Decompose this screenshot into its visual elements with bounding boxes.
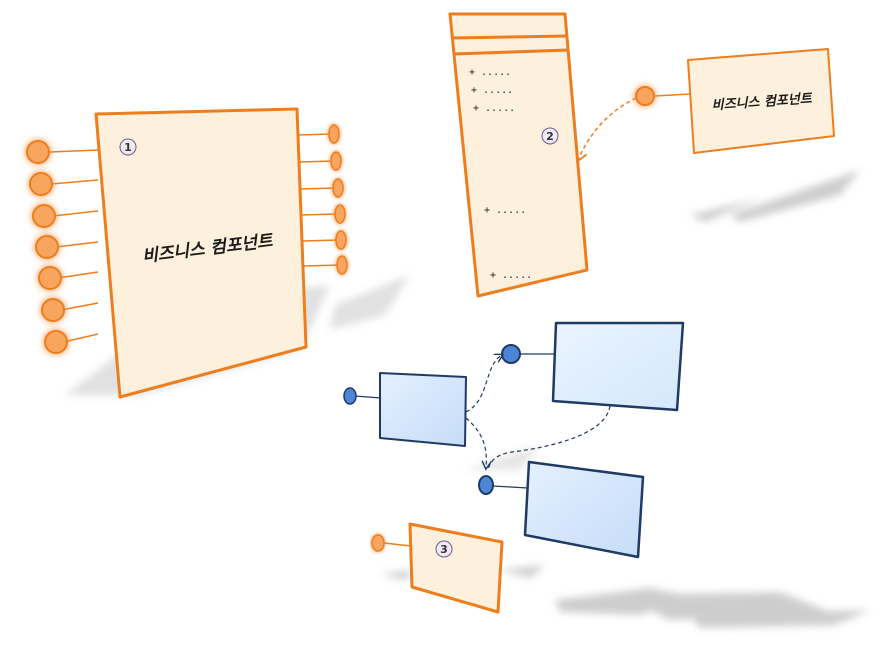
component-2-member: + ..... — [484, 205, 526, 216]
blue-component-lower-port-node[interactable] — [478, 475, 494, 495]
component-3[interactable]: 3 — [371, 522, 504, 614]
component-3-number-badge — [435, 540, 453, 558]
component-2[interactable]: + ..... + ..... + ..... + ..... + ..... … — [448, 12, 589, 298]
shadow-blue-3-c — [690, 610, 870, 628]
port-node[interactable] — [35, 235, 59, 259]
component-1-number: 1 — [124, 141, 132, 154]
blue-component-large[interactable] — [501, 321, 685, 412]
blue-component-lower-port-line — [492, 485, 529, 489]
component-2-header-divider-1 — [451, 34, 568, 40]
component-1-body[interactable] — [94, 107, 308, 399]
component-1-left-ports — [49, 149, 99, 343]
shadow-component-3 — [380, 570, 410, 580]
component-2-header-divider-2 — [453, 48, 570, 56]
port-node[interactable] — [41, 298, 65, 322]
port-node[interactable] — [26, 140, 50, 164]
port-node[interactable] — [328, 124, 340, 144]
port-node[interactable] — [334, 204, 346, 224]
component-1-left-port-nodes — [26, 140, 68, 354]
blue-component-small[interactable] — [343, 372, 467, 447]
shadow-component-1-pins — [330, 275, 410, 330]
shadow-component-3-b — [500, 565, 545, 578]
component-2-member: + ..... — [473, 103, 515, 114]
blue-component-large-body[interactable] — [551, 321, 685, 412]
component-2-member: + ..... — [471, 85, 513, 96]
component-2-body[interactable] — [448, 12, 589, 298]
blue-dependency-arrow-down — [465, 417, 486, 468]
component-2-member: + ..... — [469, 67, 511, 78]
port-node[interactable] — [336, 255, 348, 275]
component-2-external[interactable]: 비즈니스 컴포넌트 — [635, 48, 835, 154]
blue-component-small-port-line — [354, 395, 382, 399]
blue-component-lower[interactable] — [478, 460, 645, 559]
component-2-number-badge — [541, 127, 559, 145]
blue-component-small-body[interactable] — [379, 372, 467, 447]
component-2-external-label: 비즈니스 컴포넌트 — [711, 90, 813, 113]
shadow-component-2-external — [730, 170, 860, 222]
component-1-number-badge — [119, 138, 137, 156]
port-node[interactable] — [38, 266, 62, 290]
component-2-member: + ..... — [490, 270, 532, 281]
component-3-body[interactable] — [408, 522, 504, 614]
port-node[interactable] — [335, 230, 347, 250]
blue-component-lower-body[interactable] — [523, 460, 645, 559]
port-node[interactable] — [32, 204, 56, 228]
component-2-external-body[interactable] — [687, 48, 835, 154]
blue-dependency-arrow-from-large — [487, 405, 611, 471]
component-3-port-node[interactable] — [371, 534, 385, 552]
port-node[interactable] — [332, 178, 344, 198]
blue-component-small-port-node[interactable] — [343, 387, 357, 405]
component-1-right-ports — [297, 133, 341, 267]
port-node[interactable] — [330, 151, 342, 171]
port-node[interactable] — [29, 172, 53, 196]
component-1[interactable]: 1 비즈니스 컴포넌트 — [26, 107, 348, 399]
component-2-dependency-arrow — [578, 97, 637, 160]
shadow-component-2 — [690, 198, 760, 222]
component-2-external-port-line — [654, 93, 691, 97]
port-node[interactable] — [44, 330, 68, 354]
blue-dependency-arrow-up — [465, 355, 502, 413]
blue-component-large-port-node[interactable] — [501, 344, 521, 364]
component-2-external-port-node[interactable] — [635, 86, 655, 106]
component-3-port-line — [383, 542, 412, 547]
component-2-number: 2 — [546, 130, 554, 143]
component-1-right-port-nodes — [328, 124, 348, 275]
component-3-number: 3 — [440, 543, 448, 556]
